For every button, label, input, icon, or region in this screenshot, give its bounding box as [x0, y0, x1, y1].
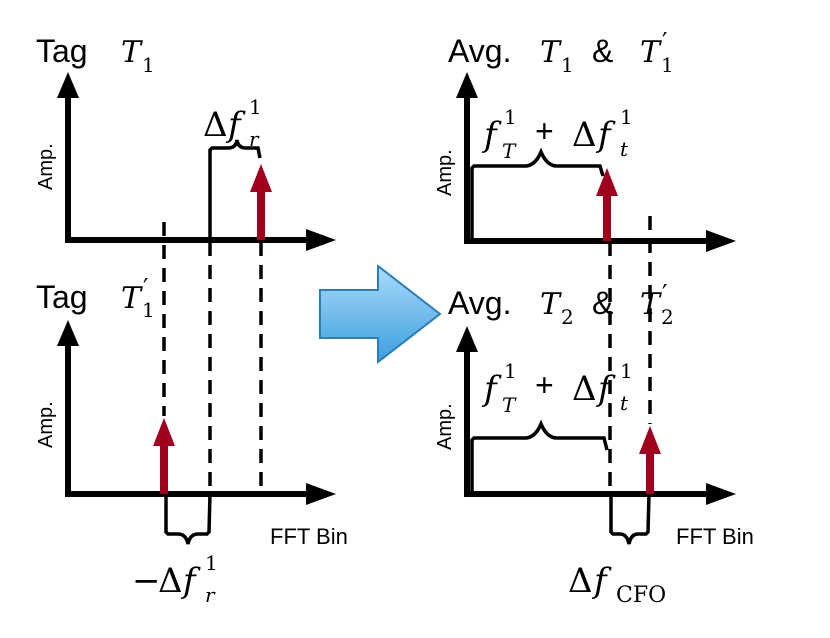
- f-symbol: f: [481, 115, 502, 155]
- delta-symbol: Δ: [568, 561, 593, 601]
- spectrum-bracket: [470, 147, 605, 241]
- tag-label: Tag: [36, 33, 88, 69]
- panel-bottom-left: Tag T 1 ′ Amp. FFT Bin − Δ f 1 r: [35, 274, 348, 607]
- y-axis-label: Amp.: [35, 401, 57, 448]
- spectrum-bracket: [470, 419, 609, 494]
- tag-symbol: T: [121, 35, 143, 70]
- minus-symbol: −: [132, 561, 161, 601]
- x-axis-arrowhead: [706, 230, 736, 252]
- f-superscript: 1: [249, 95, 262, 119]
- signal-arrowhead: [639, 426, 661, 454]
- f-subscript-2: t: [620, 391, 629, 415]
- tag-subscript: 1: [142, 298, 155, 322]
- cfo-subscript: CFO: [616, 583, 666, 608]
- delta-symbol: Δ: [158, 561, 183, 601]
- f-superscript: 1: [504, 359, 517, 383]
- tag-subscript: 1: [142, 53, 155, 77]
- signal-arrowhead: [596, 168, 618, 196]
- delta-symbol: Δ: [572, 369, 597, 409]
- avg-ampersand: &: [592, 285, 613, 321]
- delta-symbol: Δ: [572, 115, 597, 155]
- panel-top-left: Tag T 1 Amp. Δ f 1 r: [35, 33, 336, 251]
- panel-bottom-right: Avg. T 2 & T 2 ′ Amp. FFT Bin f 1 T + Δ …: [434, 280, 754, 608]
- delta-symbol: Δ: [203, 105, 228, 145]
- avg-symbol-2: T: [640, 35, 662, 70]
- y-axis-arrowhead: [456, 326, 478, 352]
- f-superscript-2: 1: [620, 359, 633, 383]
- x-axis-label: FFT Bin: [270, 524, 348, 549]
- avg-symbol: T: [540, 287, 562, 322]
- y-axis-arrowhead: [57, 72, 79, 98]
- y-axis-label: Amp.: [434, 403, 456, 450]
- signal-arrowhead: [153, 418, 175, 446]
- x-axis-arrowhead: [306, 483, 336, 505]
- signal-arrowhead: [250, 164, 272, 192]
- y-axis-label: Amp.: [35, 143, 57, 190]
- x-axis-arrowhead: [706, 483, 736, 505]
- f-subscript: r: [205, 583, 216, 607]
- avg-ampersand: &: [592, 33, 613, 69]
- f-superscript: 1: [205, 551, 218, 575]
- f-subscript: r: [249, 127, 260, 151]
- panel-top-right: Avg. T 1 & T 1 ′ Amp. f 1 T + Δ f 1 t: [434, 28, 736, 252]
- f-symbol-2: f: [595, 115, 616, 155]
- avg-prime-2: ′: [662, 28, 667, 56]
- f-subscript: T: [502, 139, 517, 163]
- avg-subscript: 1: [561, 53, 574, 77]
- neg-delta-fr-bracket: [164, 493, 212, 545]
- avg-subscript: 2: [561, 305, 574, 329]
- y-axis-arrowhead: [456, 72, 478, 98]
- x-axis-arrowhead: [306, 229, 336, 251]
- f-subscript-2: t: [620, 137, 629, 161]
- x-axis-label: FFT Bin: [676, 524, 754, 549]
- avg-symbol-2: T: [640, 287, 662, 322]
- y-axis-label: Amp.: [434, 149, 456, 196]
- plus-symbol: +: [535, 367, 554, 403]
- f-symbol-2: f: [595, 369, 616, 409]
- y-axis-arrowhead: [57, 320, 79, 346]
- f-symbol: f: [180, 561, 201, 601]
- f-superscript-2: 1: [620, 105, 633, 129]
- avg-label: Avg.: [448, 285, 511, 321]
- f-symbol: f: [225, 105, 246, 145]
- avg-prime-2: ′: [662, 280, 667, 308]
- transition-arrow-icon: [319, 263, 442, 365]
- f-symbol: f: [591, 561, 612, 601]
- avg-subscript-2: 2: [661, 305, 674, 329]
- avg-symbol: T: [540, 35, 562, 70]
- delta-fr-bracket: [208, 139, 262, 240]
- plus-symbol: +: [535, 113, 554, 149]
- cfo-bracket: [609, 493, 651, 545]
- tag-symbol: T: [121, 281, 143, 316]
- f-superscript: 1: [504, 105, 517, 129]
- avg-label: Avg.: [448, 33, 511, 69]
- f-symbol: f: [481, 369, 502, 409]
- tag-label: Tag: [36, 279, 88, 315]
- f-subscript: T: [502, 393, 517, 417]
- dashed-connectors-left: [162, 222, 263, 494]
- avg-subscript-2: 1: [661, 53, 674, 77]
- dashed-connectors-right: [608, 216, 652, 494]
- tag-prime: ′: [143, 274, 148, 302]
